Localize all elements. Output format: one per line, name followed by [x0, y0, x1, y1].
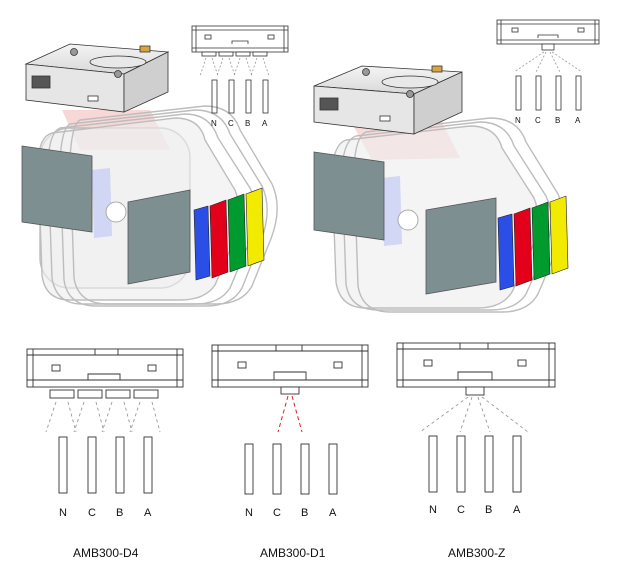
- phase-label: B: [245, 119, 251, 128]
- phase-label: B: [555, 116, 561, 125]
- blue-translucent-strip: [92, 168, 112, 238]
- small-schematic-d4: [191, 25, 289, 114]
- phase-label: B: [116, 507, 124, 519]
- phase-bar-green: [227, 193, 247, 273]
- isometric-assembly-z: [313, 65, 569, 313]
- phase-label: C: [228, 119, 234, 128]
- phase-label: A: [329, 507, 337, 519]
- phase-label: B: [301, 507, 309, 519]
- phase-label: C: [457, 504, 465, 516]
- phase-label: N: [245, 507, 253, 519]
- left-cover-panel: [21, 145, 93, 233]
- left-cover-panel: [313, 151, 385, 241]
- schematic-d4: [26, 348, 184, 494]
- phase-label: A: [513, 504, 521, 516]
- model-caption-d4: AMB300-D4: [73, 546, 139, 560]
- model-caption-d1: AMB300-D1: [260, 546, 326, 560]
- phase-label: C: [535, 116, 541, 125]
- phase-label: N: [211, 119, 217, 128]
- phase-label: A: [262, 119, 268, 128]
- front-cover-panel: [425, 197, 497, 295]
- through-hole: [105, 201, 127, 223]
- phase-label: A: [575, 116, 581, 125]
- isometric-assembly-d4: [21, 43, 278, 307]
- phase-label: N: [59, 507, 67, 519]
- model-caption-z: AMB300-Z: [448, 546, 506, 560]
- phase-label: C: [273, 507, 281, 519]
- phase-bar-red: [209, 199, 229, 279]
- blue-translucent-strip: [382, 176, 402, 246]
- phase-bar-yellow: [549, 195, 569, 275]
- phase-bar-red: [513, 207, 533, 287]
- phase-label: B: [485, 504, 493, 516]
- isometric-device-z: [313, 65, 463, 135]
- phase-label: A: [144, 507, 152, 519]
- phase-bar-blue: [193, 205, 211, 281]
- front-cover-panel: [127, 189, 191, 285]
- phase-bar-yellow: [245, 187, 265, 267]
- schematic-z: [396, 342, 556, 493]
- phase-label: N: [429, 504, 437, 516]
- phase-bar-blue: [497, 213, 515, 291]
- through-hole: [397, 209, 419, 231]
- small-schematic-z: [496, 19, 600, 111]
- schematic-d1: [211, 344, 369, 495]
- isometric-device-d4: [24, 43, 170, 113]
- phase-label: N: [515, 116, 521, 125]
- phase-label: C: [88, 507, 96, 519]
- phase-bar-green: [531, 201, 551, 281]
